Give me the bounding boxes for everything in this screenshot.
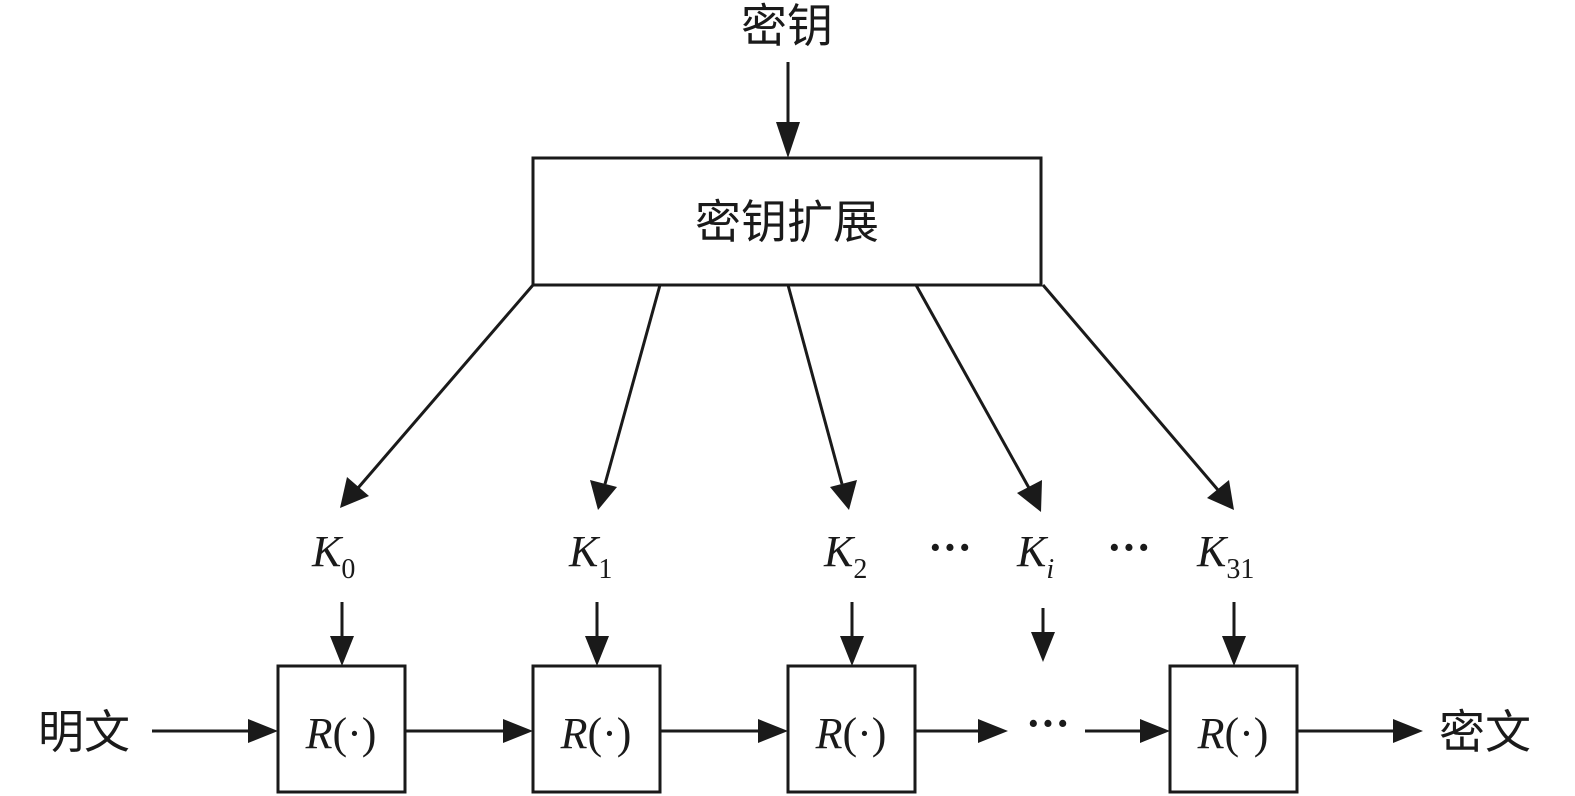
arrow-to-k1	[590, 284, 662, 510]
k0-to-round	[330, 602, 354, 666]
svg-text:R(·): R(·)	[560, 709, 632, 758]
svg-text:R(·): R(·)	[305, 709, 377, 758]
k2-to-round	[840, 602, 864, 666]
round-key-ki: Ki	[1016, 527, 1054, 585]
k31-to-round	[1222, 602, 1246, 666]
round-key-k31: K31	[1196, 527, 1254, 585]
round-key-k2: K2	[823, 527, 867, 585]
round-function-2: R(·)	[786, 664, 917, 794]
round-key-k1: K1	[568, 527, 612, 585]
key-expansion-box	[531, 156, 1043, 287]
round-key-k0: K0	[311, 527, 355, 585]
arrow-round2-to-ellipsis	[915, 719, 1008, 743]
arrow-ellipsis-to-round31	[1085, 719, 1170, 743]
ellipsis-before-ki: ···	[928, 523, 972, 572]
round-key-arrows	[340, 284, 1234, 512]
k1-to-round	[585, 602, 609, 666]
arrow-to-k0	[340, 284, 535, 508]
svg-text:R(·): R(·)	[815, 709, 887, 758]
arrow-round1-to-round2	[660, 719, 788, 743]
arrow-to-k31	[1041, 284, 1234, 510]
key-arrow	[776, 62, 800, 158]
middle-rounds-ellipsis: ···	[1026, 699, 1070, 748]
round-function-1: R(·)	[531, 664, 662, 794]
round-function-31: R(·)	[1168, 664, 1299, 794]
ellipsis-after-ki: ···	[1107, 523, 1151, 572]
svg-text:K31: K31	[1196, 527, 1254, 585]
key-expansion-label: 密钥扩展	[695, 195, 879, 249]
svg-text:R(·): R(·)	[1197, 709, 1269, 758]
ciphertext-label: 密文	[1439, 705, 1531, 759]
ki-to-rounds	[1031, 608, 1055, 662]
key-label: 密钥	[741, 0, 833, 53]
arrow-round0-to-round1	[405, 719, 533, 743]
svg-text:K2: K2	[823, 527, 867, 585]
arrow-to-ki	[914, 284, 1042, 512]
ciphertext-arrow	[1297, 719, 1423, 743]
plaintext-arrow	[152, 719, 278, 743]
key-input-arrows	[330, 602, 1246, 666]
round-function-0: R(·)	[276, 664, 407, 794]
plaintext-label: 明文	[38, 705, 130, 759]
svg-text:Ki: Ki	[1016, 527, 1054, 585]
svg-text:K0: K0	[311, 527, 355, 585]
arrow-to-k2	[786, 284, 857, 510]
svg-text:K1: K1	[568, 527, 612, 585]
